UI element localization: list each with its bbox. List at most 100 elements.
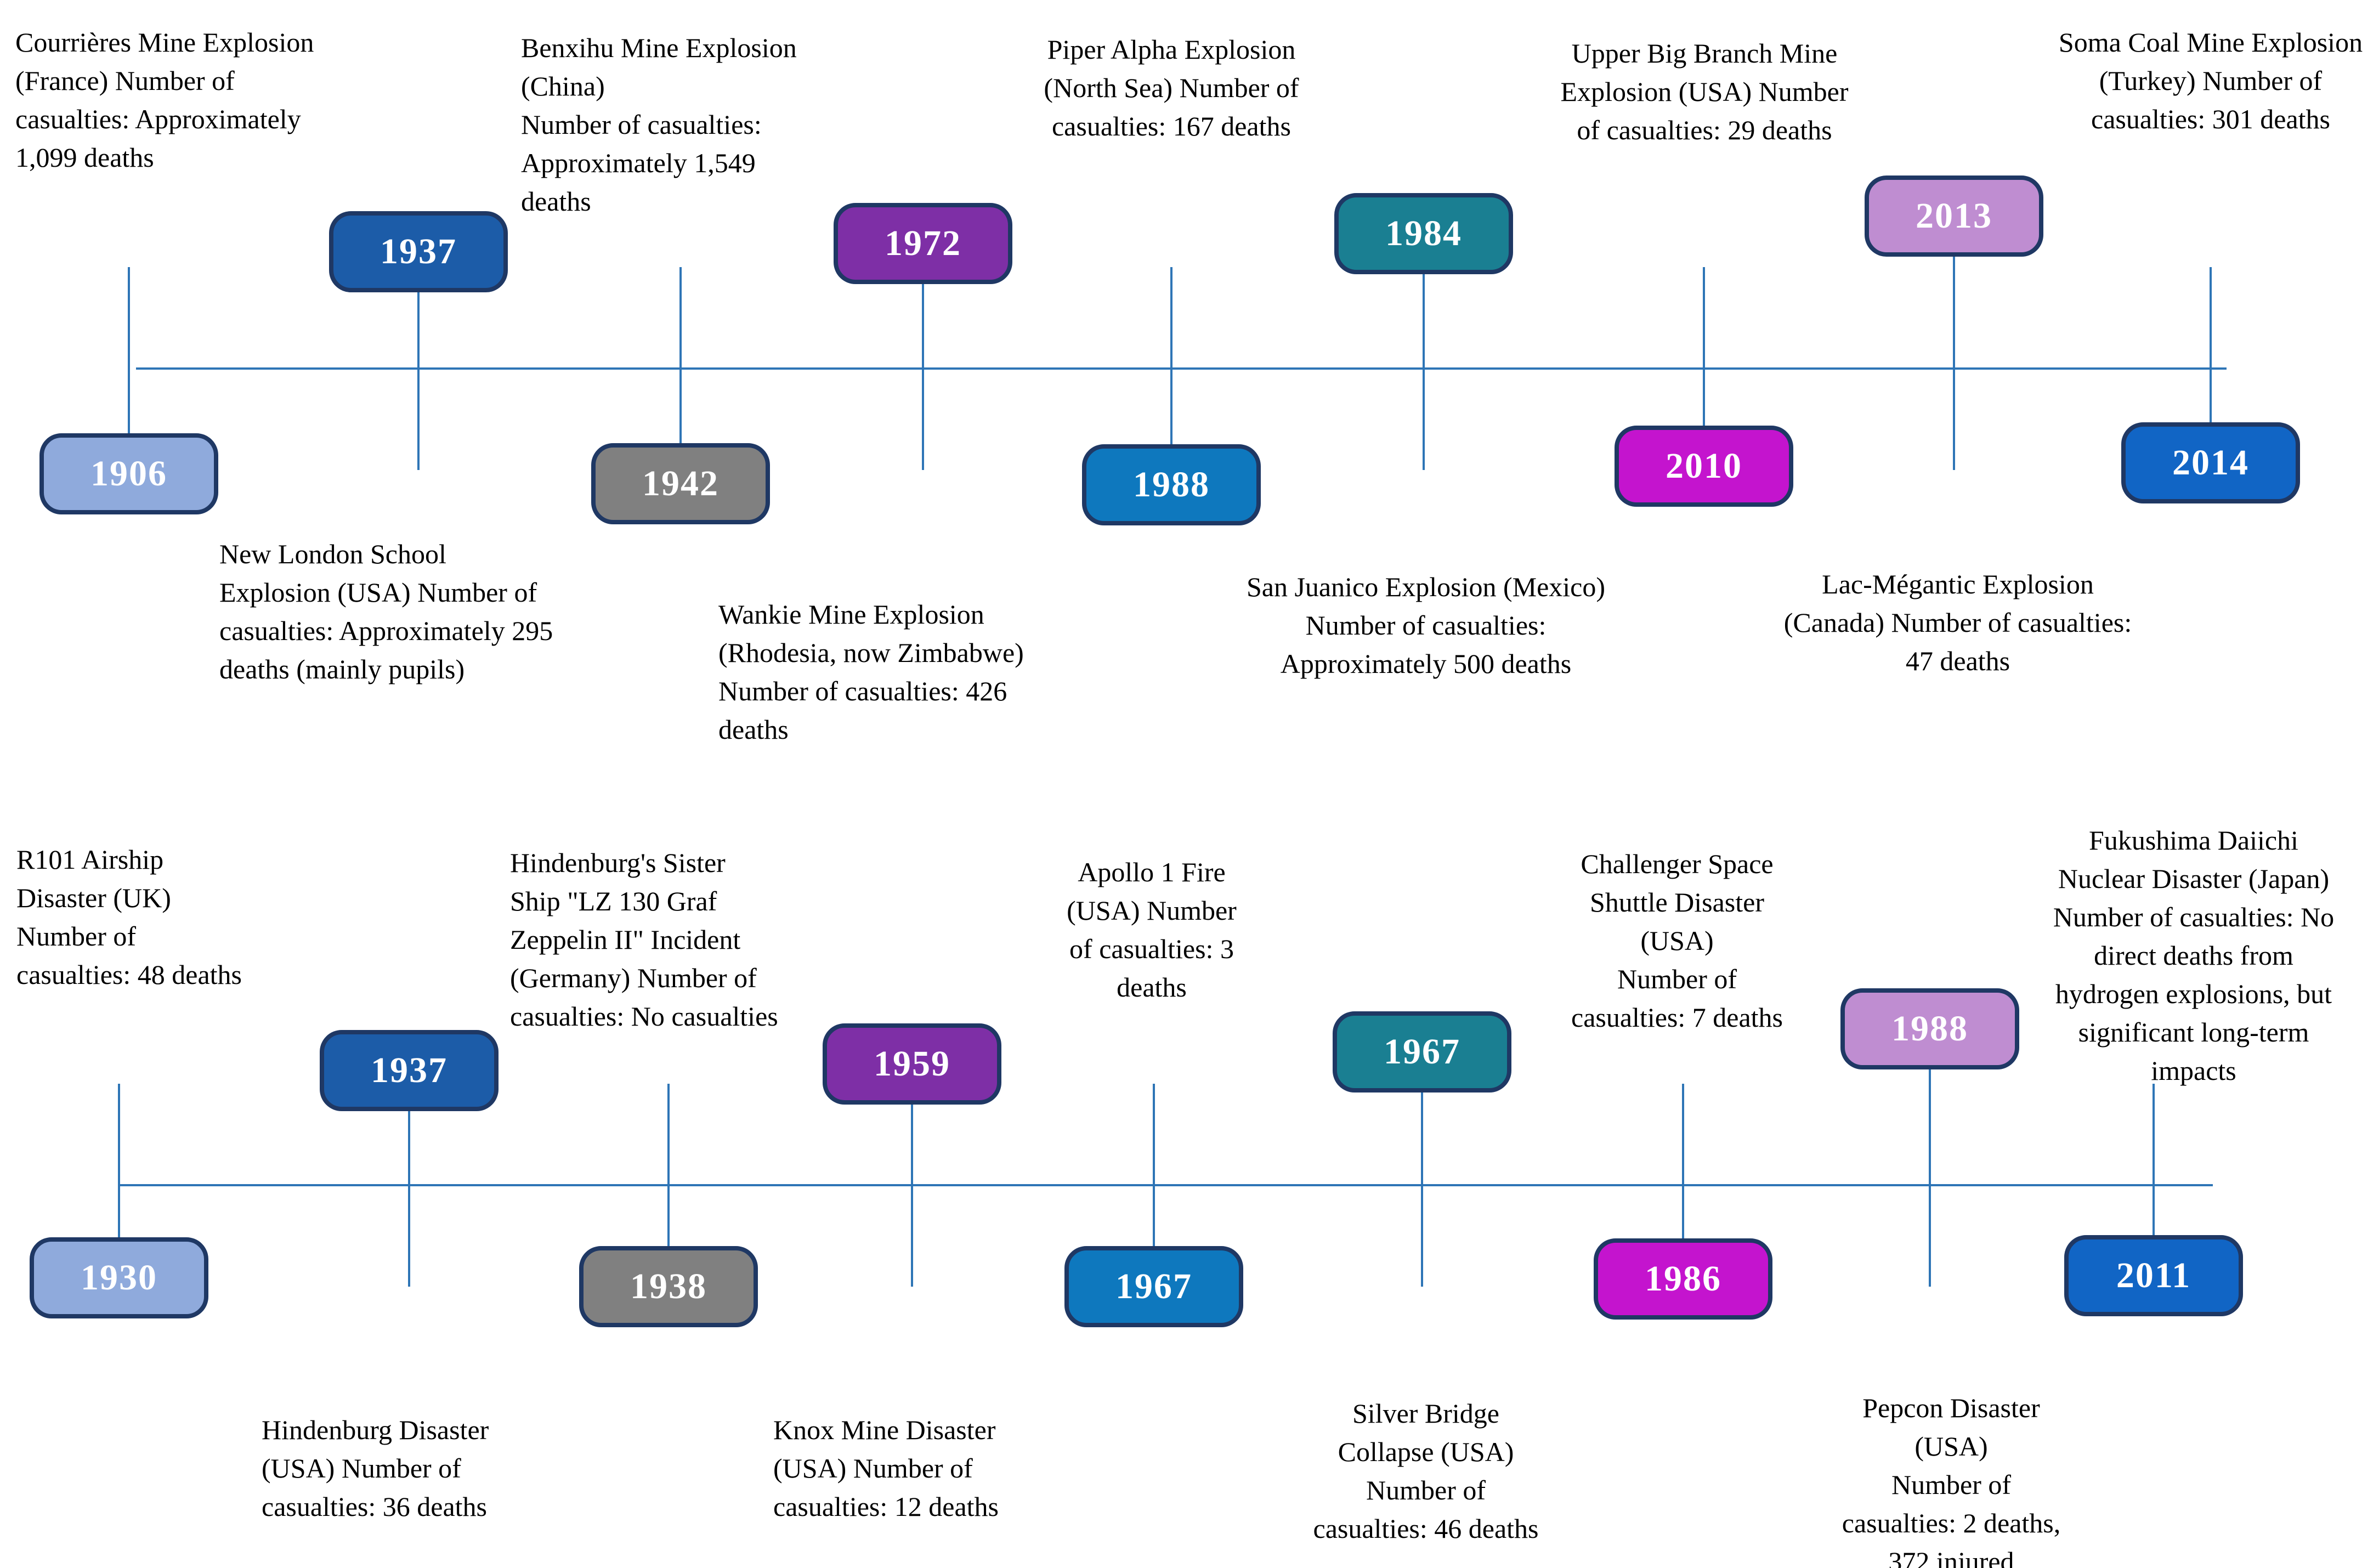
- event-connector: [1170, 267, 1172, 444]
- year-badge: 1988: [1082, 444, 1261, 525]
- event-description: San Juanico Explosion (Mexico)Number of …: [1247, 568, 1605, 683]
- event-connector: [2210, 267, 2212, 422]
- year-label: 1930: [81, 1258, 157, 1298]
- year-badge: 2011: [2064, 1235, 2243, 1316]
- event-description: Apollo 1 Fire (USA) Number of casualties: …: [1067, 853, 1237, 1006]
- description-line: Lac-Mégantic Explosion: [1822, 569, 2094, 599]
- year-label: 1937: [380, 231, 457, 271]
- description-line: casualties: 36 deaths: [262, 1491, 487, 1522]
- description-line: of casualties: 3: [1069, 933, 1234, 964]
- year-badge: 1906: [39, 433, 218, 514]
- event-connector: [2153, 1084, 2155, 1235]
- year-label: 1988: [1133, 465, 1210, 505]
- event-connector: [1682, 1084, 1684, 1238]
- event-description: Piper Alpha Explosion (North Sea) Number …: [1044, 30, 1299, 145]
- description-line: casualties: 12 deaths: [773, 1491, 999, 1522]
- description-line: Number of: [16, 921, 136, 952]
- event-connector: [1153, 1084, 1155, 1246]
- description-line: Upper Big Branch Mine: [1571, 38, 1838, 69]
- description-line: deaths: [1117, 972, 1187, 1003]
- year-badge: 1967: [1064, 1246, 1243, 1327]
- description-line: Number of: [1617, 964, 1737, 994]
- event-connector: [679, 267, 682, 443]
- description-line: Explosion (USA) Number of: [219, 577, 537, 608]
- description-line: Hindenburg's Sister: [510, 847, 726, 878]
- year-badge: 1984: [1334, 193, 1513, 274]
- year-label: 2013: [1916, 196, 1992, 236]
- description-line: (USA): [1914, 1431, 1988, 1462]
- event-description: Benxihu Mine Explosion(China)Number of c…: [521, 29, 797, 220]
- year-badge: 2014: [2121, 422, 2300, 503]
- description-line: (Rhodesia, now Zimbabwe): [718, 637, 1024, 668]
- description-line: R101 Airship: [16, 844, 164, 875]
- description-line: casualties: Approximately: [15, 104, 301, 134]
- description-line: deaths (mainly pupils): [219, 654, 465, 684]
- description-line: (USA) Number of: [773, 1453, 973, 1484]
- event-description: Pepcon Disaster (USA) Number of casualties:…: [1842, 1389, 2061, 1568]
- year-badge: 1972: [834, 203, 1012, 284]
- description-line: casualties: 2 deaths,: [1842, 1508, 2061, 1538]
- year-label: 1986: [1645, 1259, 1721, 1299]
- year-badge: 1937: [320, 1030, 499, 1111]
- description-line: Benxihu Mine Explosion: [521, 32, 797, 63]
- event-connector: [1929, 1069, 1931, 1287]
- description-line: hydrogen explosions, but: [2055, 978, 2332, 1009]
- description-line: Number of: [1891, 1469, 2011, 1500]
- description-line: (France) Number of: [15, 65, 235, 96]
- event-connector: [667, 1084, 670, 1246]
- event-connector: [417, 292, 420, 470]
- year-label: 1906: [90, 454, 167, 494]
- description-line: Apollo 1 Fire: [1078, 857, 1226, 887]
- description-line: Number of casualties:: [521, 109, 762, 140]
- year-label: 1984: [1385, 213, 1462, 253]
- description-line: casualties: 167 deaths: [1051, 111, 1291, 141]
- description-line: Pepcon Disaster: [1862, 1392, 2040, 1423]
- description-line: Approximately 1,549: [521, 148, 756, 178]
- description-line: Number of casualties: No: [2053, 902, 2335, 932]
- year-label: 2014: [2172, 443, 2249, 483]
- description-line: casualties: 48 deaths: [16, 959, 242, 990]
- description-line: significant long-term: [2078, 1017, 2309, 1048]
- event-description: Soma Coal Mine Explosion(Turkey) Number …: [2059, 23, 2363, 138]
- year-label: 2010: [1666, 446, 1742, 486]
- event-connector: [118, 1084, 120, 1237]
- description-line: Fukushima Daiichi: [2089, 825, 2298, 856]
- description-line: (USA): [1640, 925, 1714, 956]
- year-label: 1967: [1115, 1266, 1192, 1306]
- year-badge: 1942: [591, 443, 770, 524]
- description-line: (USA) Number: [1067, 895, 1237, 926]
- timeline-axis-line: [136, 367, 2227, 370]
- description-line: Shuttle Disaster: [1589, 887, 1765, 918]
- year-badge: 1988: [1840, 988, 2019, 1069]
- year-label: 1942: [642, 463, 719, 503]
- year-badge: 1959: [823, 1023, 1001, 1105]
- description-line: Number of casualties:: [1305, 610, 1547, 641]
- year-badge: 1938: [579, 1246, 758, 1327]
- description-line: (North Sea) Number of: [1044, 72, 1299, 103]
- year-label: 2011: [2116, 1255, 2191, 1295]
- description-line: casualties: Approximately 295: [219, 615, 553, 646]
- year-label: 1988: [1891, 1009, 1968, 1049]
- description-line: Disaster (UK): [16, 882, 171, 913]
- description-line: casualties: 46 deaths: [1313, 1513, 1539, 1544]
- year-badge: 1967: [1333, 1011, 1511, 1092]
- year-badge: 2010: [1615, 426, 1793, 507]
- description-line: Zeppelin II" Incident: [510, 924, 741, 955]
- description-line: Piper Alpha Explosion: [1047, 34, 1296, 65]
- description-line: 1,099 deaths: [15, 142, 154, 173]
- description-line: Challenger Space: [1581, 848, 1774, 879]
- description-line: 372 injured: [1888, 1546, 2014, 1568]
- event-description: Lac-Mégantic Explosion(Canada) Number of…: [1784, 565, 2132, 680]
- description-line: 47 deaths: [1905, 646, 2010, 676]
- description-line: Courrières Mine Explosion: [15, 27, 314, 58]
- event-connector: [911, 1105, 913, 1287]
- description-line: deaths: [718, 714, 789, 745]
